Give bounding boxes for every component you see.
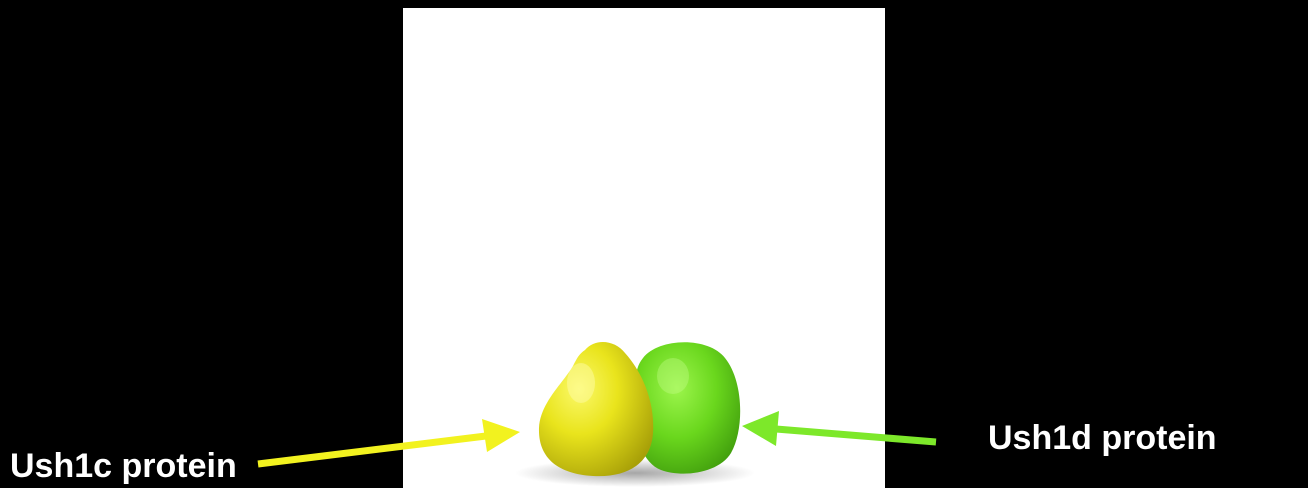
- ush1c-arrow-shaft: [258, 436, 486, 464]
- ush1d-arrow-shaft: [776, 429, 936, 442]
- ush1d-label: Ush1d protein: [988, 421, 1217, 455]
- ush1c-arrow: [258, 419, 520, 464]
- ush1c-arrow-head: [482, 419, 520, 452]
- ush1c-label: Ush1c protein: [10, 449, 237, 483]
- ush1d-arrow-head: [742, 411, 779, 446]
- ush1d-arrow: [742, 411, 936, 446]
